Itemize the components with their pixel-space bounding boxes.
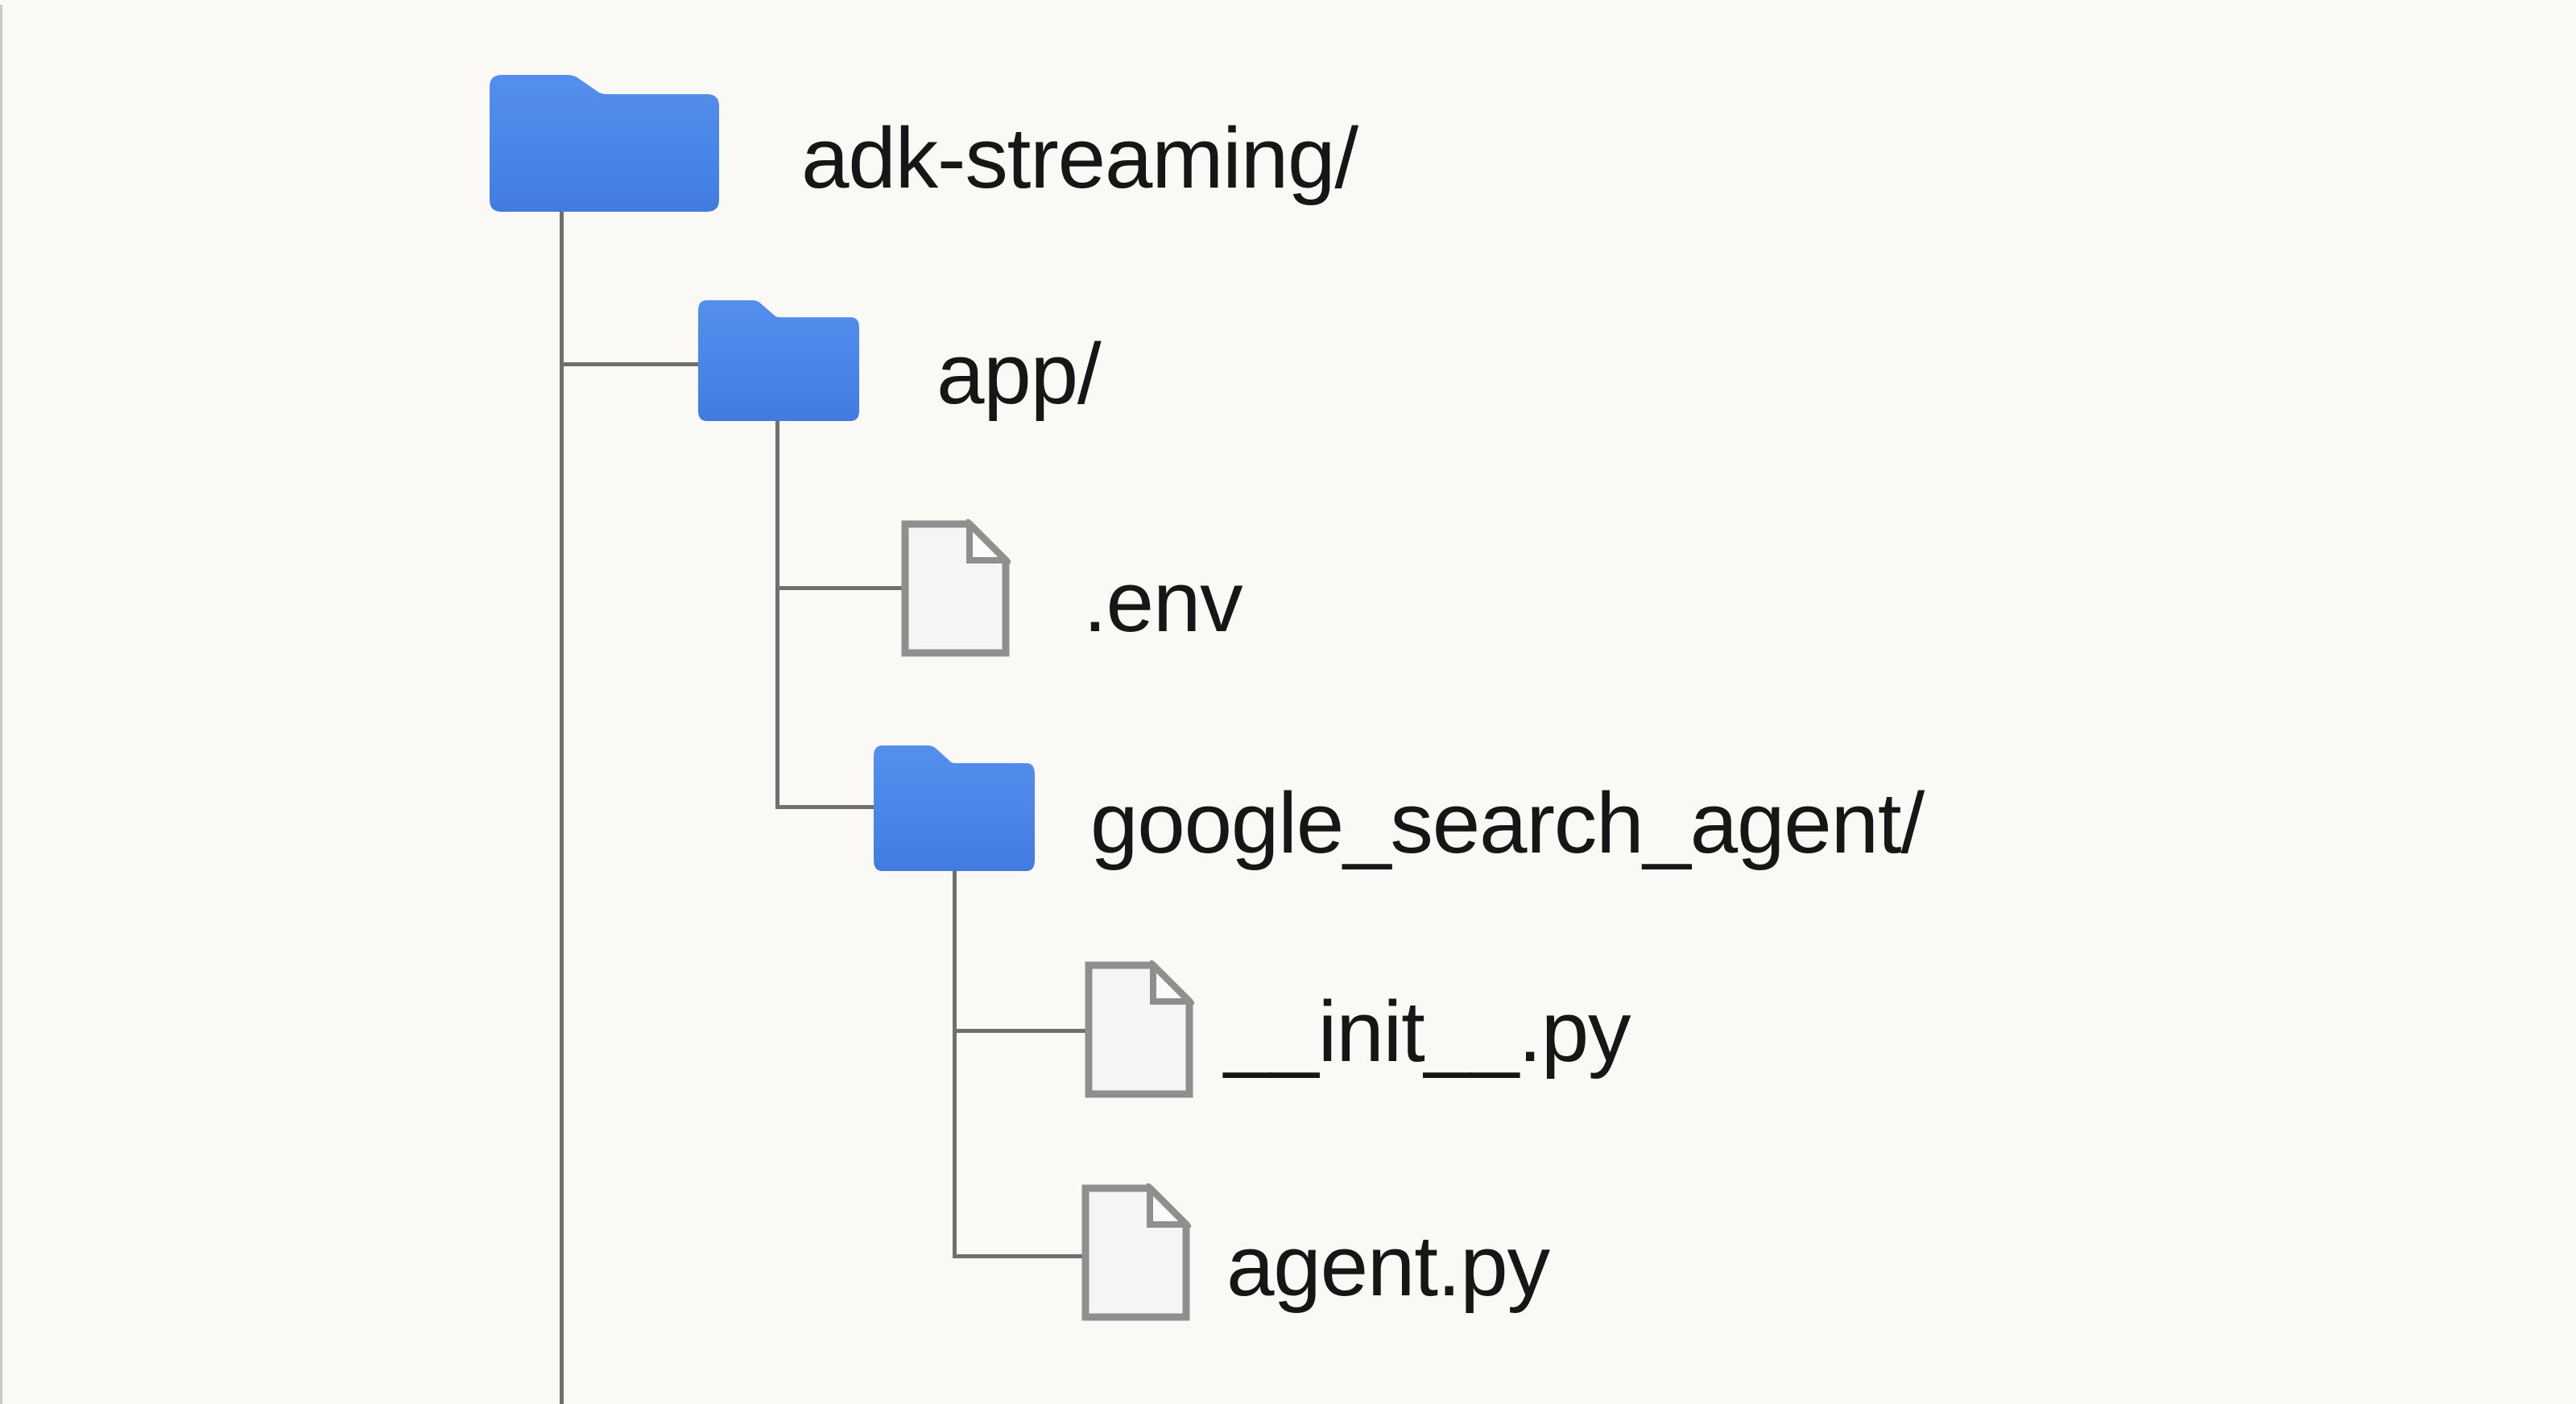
node-label-app: app/ bbox=[937, 325, 1102, 422]
trunk-app bbox=[775, 417, 779, 809]
file-icon bbox=[1081, 1183, 1191, 1322]
node-label-init: __init__.py bbox=[1224, 983, 1631, 1080]
branch-to-google-search-agent bbox=[775, 805, 876, 809]
trunk-adk-streaming bbox=[560, 210, 564, 1404]
node-label-google-search-agent: google_search_agent/ bbox=[1090, 774, 1925, 871]
node-label-env: .env bbox=[1083, 553, 1243, 650]
branch-to-env bbox=[775, 586, 903, 590]
branch-to-app bbox=[560, 362, 701, 366]
node-label-agent: agent.py bbox=[1226, 1217, 1550, 1314]
file-icon bbox=[1084, 960, 1194, 1099]
branch-to-agent bbox=[953, 1254, 1083, 1258]
folder-icon bbox=[698, 300, 859, 421]
folder-icon bbox=[490, 75, 719, 212]
file-icon bbox=[900, 519, 1011, 658]
trunk-google-search-agent bbox=[953, 868, 957, 1258]
folder-icon bbox=[874, 745, 1035, 871]
branch-to-init bbox=[953, 1029, 1086, 1033]
left-edge-line bbox=[0, 5, 2, 1404]
node-label-adk-streaming: adk-streaming/ bbox=[801, 109, 1358, 206]
